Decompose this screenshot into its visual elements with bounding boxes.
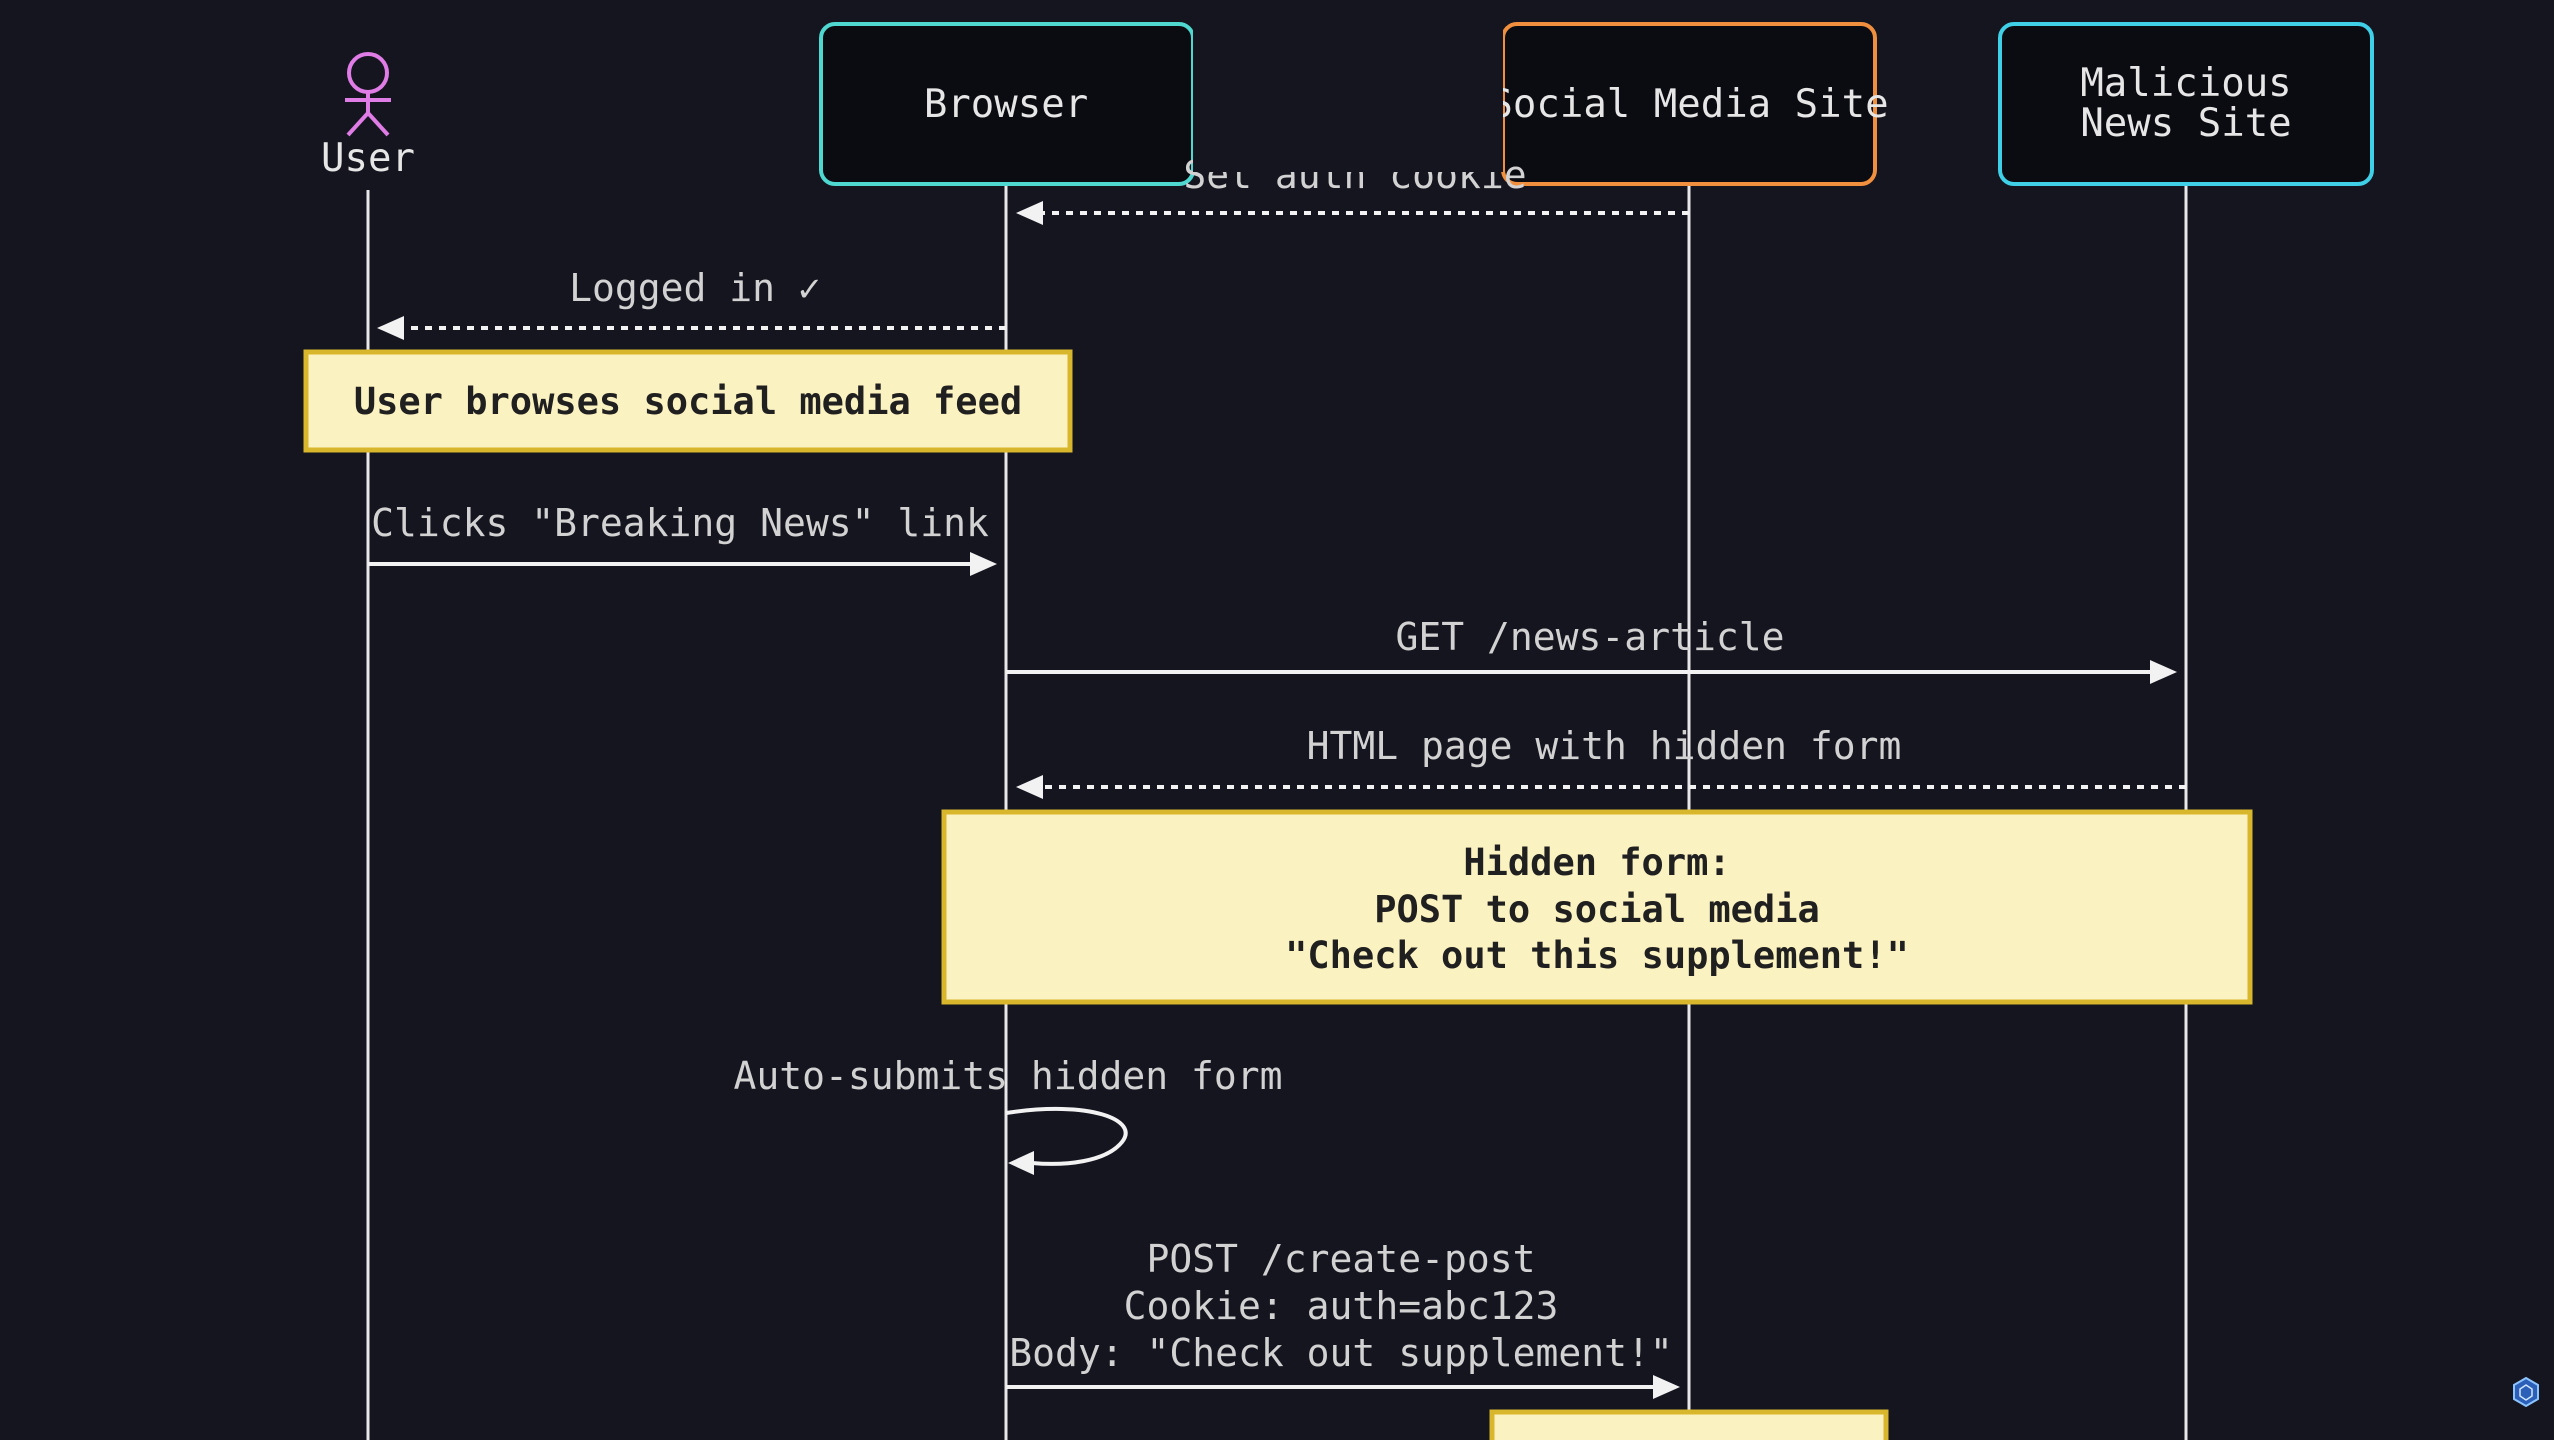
note-browse-text: User browses social media feed xyxy=(354,380,1022,423)
message-logged-in: Logged in ✓ xyxy=(377,266,1006,340)
arrow-head xyxy=(1016,775,1043,799)
hidden-form-line2: POST to social media xyxy=(1374,888,1820,931)
auto-submit-label: Auto-submits hidden form xyxy=(733,1054,1282,1098)
clicks-link-label: Clicks "Breaking News" link xyxy=(371,501,989,545)
note-partial-bottom xyxy=(1489,1409,1889,1440)
malicious-site-label-line2: News Site xyxy=(2080,101,2291,146)
arrow-head xyxy=(377,316,404,340)
hidden-form-line3: "Check out this supplement!" xyxy=(1285,934,1909,977)
arrow-head xyxy=(1653,1375,1680,1399)
note-box xyxy=(303,349,1073,453)
arrow-head xyxy=(970,552,997,576)
stick-figure-icon xyxy=(345,52,391,137)
post-line2: Cookie: auth=abc123 xyxy=(1124,1284,1559,1328)
message-html-page: HTML page with hidden form xyxy=(1016,724,2186,799)
participant-browser: Browser xyxy=(819,22,1195,186)
user-label: User xyxy=(321,136,415,181)
note-hidden-form: Hidden form: POST to social media "Check… xyxy=(941,809,2253,1005)
arrow-head xyxy=(2150,660,2177,684)
malicious-site-label-line1: Malicious xyxy=(2080,61,2291,106)
arrow-head xyxy=(1016,201,1043,225)
message-post-create-post: POST /create-post Cookie: auth=abc123 Bo… xyxy=(1006,1237,1680,1399)
participant-user: User xyxy=(321,52,415,181)
header-band xyxy=(1193,0,1503,172)
message-auto-submit: Auto-submits hidden form xyxy=(733,1054,1283,1175)
hexagon-logo-icon xyxy=(2513,1376,2539,1408)
malicious-site-box xyxy=(1998,22,2374,186)
note-user-browses: User browses social media feed xyxy=(303,349,1073,453)
message-get-news-article: GET /news-article xyxy=(1006,615,2177,684)
logged-in-label: Logged in ✓ xyxy=(569,266,821,310)
browser-label: Browser xyxy=(924,82,1088,127)
participant-malicious-news-site: Malicious News Site xyxy=(1998,22,2374,186)
post-line1: POST /create-post xyxy=(1147,1237,1536,1281)
get-article-label: GET /news-article xyxy=(1396,615,1785,659)
post-line3: Body: "Check out supplement!" xyxy=(1009,1331,1672,1375)
hidden-form-line1: Hidden form: xyxy=(1463,841,1730,884)
html-page-label: HTML page with hidden form xyxy=(1307,724,1902,768)
self-loop-line xyxy=(1005,1106,1128,1166)
message-clicks-link: Clicks "Breaking News" link xyxy=(368,501,997,576)
note-box xyxy=(941,809,2253,1005)
social-media-label: Social Media Site xyxy=(1489,82,1888,127)
participant-social-media-site: Social Media Site xyxy=(1489,22,1889,186)
arrow-head xyxy=(1008,1151,1034,1175)
